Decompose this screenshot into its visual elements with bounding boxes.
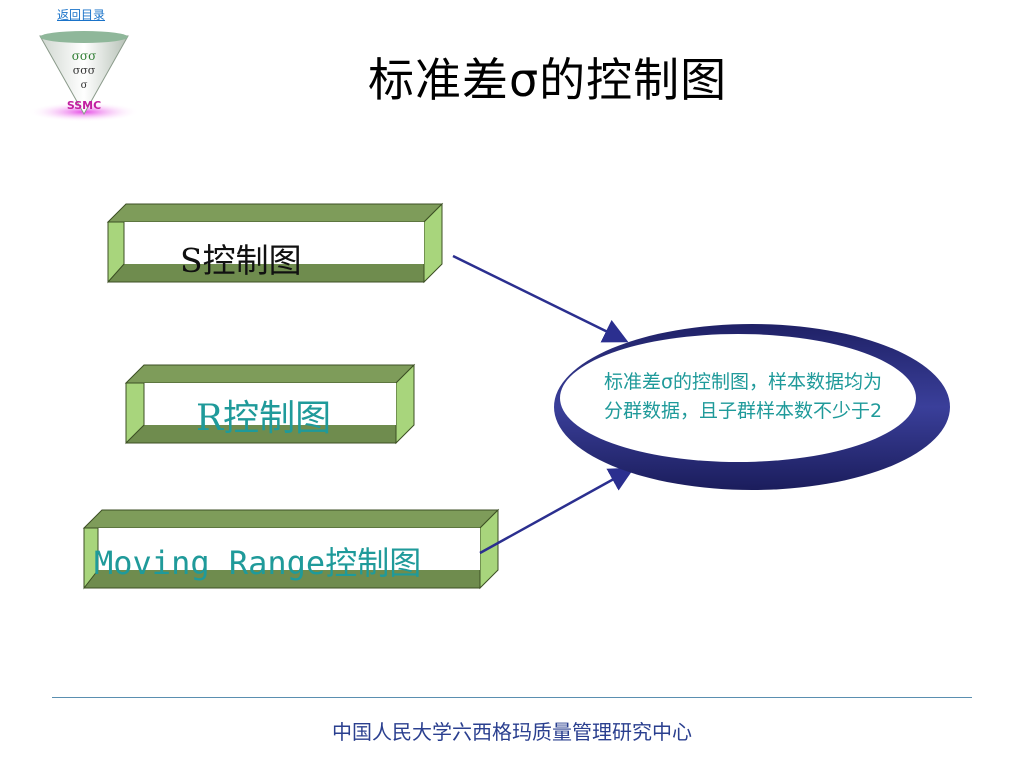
s-chart-box[interactable]: S控制图 [106, 202, 444, 286]
svg-text:σσσ: σσσ [73, 64, 96, 77]
svg-text:SSMC: SSMC [67, 99, 101, 112]
r-chart-label: R控制图 [196, 398, 332, 439]
svg-text:σσσ: σσσ [72, 49, 97, 63]
page-title: 标准差σ的控制图 [368, 53, 728, 107]
moving-range-chart-label: Moving Range控制图 [94, 544, 422, 582]
moving-range-chart-box[interactable]: Moving Range控制图 [82, 508, 500, 590]
svg-text:σ: σ [81, 80, 88, 91]
back-to-contents-link[interactable]: 返回目录 [57, 8, 106, 22]
callout-text: 标准差σ的控制图，样本数据均为分群数据，且子群样本数不少于2 [604, 371, 883, 422]
footer-divider [52, 697, 972, 698]
s-chart-label: S控制图 [180, 241, 302, 280]
ssmc-logo: σσσ σσσ σ SSMC [26, 28, 144, 124]
sigma-chart-callout: 标准差σ的控制图，样本数据均为分群数据，且子群样本数不少于2 [552, 322, 952, 492]
footer-text: 中国人民大学六西格玛质量管理研究中心 [332, 720, 692, 744]
r-chart-box[interactable]: R控制图 [124, 363, 416, 445]
